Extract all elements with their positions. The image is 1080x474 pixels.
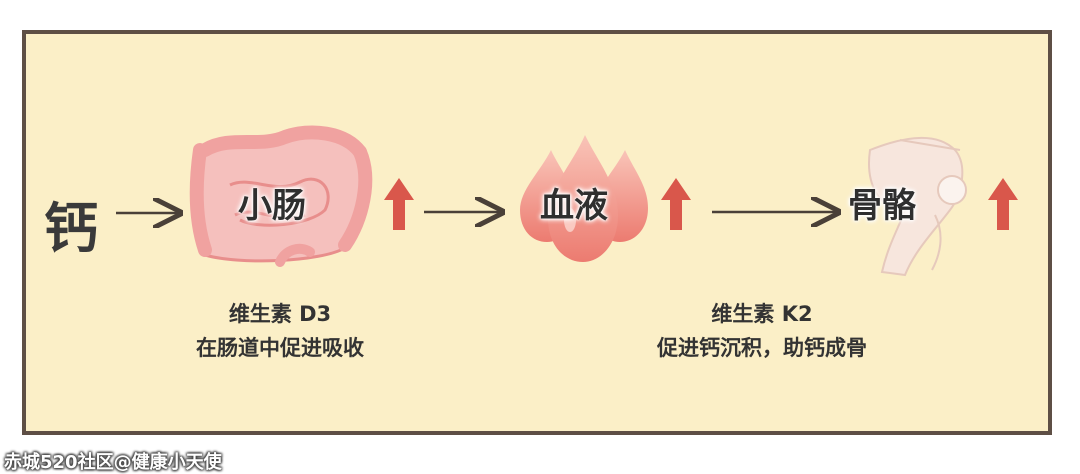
note-vitamin-d3-title: 维生素 D3 <box>228 302 332 326</box>
stage-label-small-intestine: 小肠 <box>238 186 306 226</box>
watermark: 赤城520社区@健康小天使 <box>4 452 222 473</box>
up-arrow-3 <box>988 178 1018 230</box>
note-vitamin-d3-desc: 在肠道中促进吸收 <box>196 336 364 360</box>
note-vitamin-k2: 维生素 K2 促进钙沉积，助钙成骨 <box>612 297 912 365</box>
note-vitamin-d3: 维生素 D3 在肠道中促进吸收 <box>165 297 395 365</box>
up-arrow-1 <box>384 178 414 230</box>
up-arrow-2 <box>661 178 691 230</box>
note-vitamin-k2-title: 维生素 K2 <box>711 302 813 326</box>
stage-label-bone: 骨骼 <box>848 186 916 226</box>
blood-drops-icon <box>520 135 648 262</box>
knee-bone-icon <box>868 136 967 277</box>
calcium-label: 钙 <box>44 197 98 260</box>
note-vitamin-k2-desc: 促进钙沉积，助钙成骨 <box>657 336 867 360</box>
small-intestine-icon <box>189 125 373 267</box>
stage-label-blood: 血液 <box>540 186 608 226</box>
